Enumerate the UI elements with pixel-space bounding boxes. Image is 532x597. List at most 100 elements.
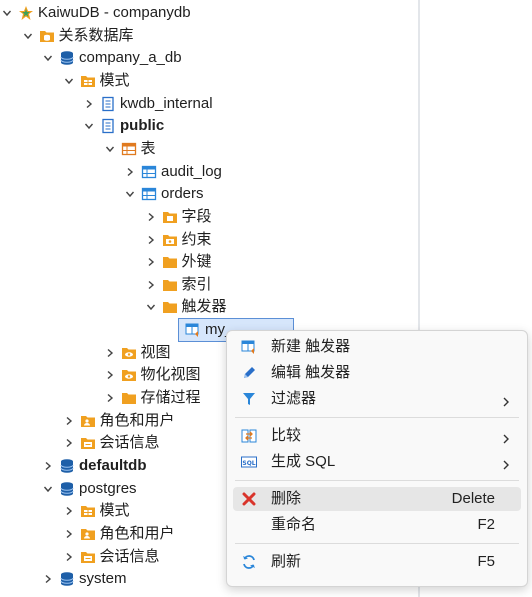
chevron-down-icon[interactable] — [62, 70, 76, 92]
sql-icon: SQL — [241, 454, 257, 470]
menu-item-rename[interactable]: 重命名 F2 — [233, 513, 521, 537]
tree-node-procedures[interactable]: 存储过程 — [103, 387, 201, 409]
tree-node-constraints[interactable]: 约束 — [144, 229, 212, 251]
tree-node-label: 表 — [140, 139, 156, 157]
chevron-right-icon[interactable] — [144, 229, 158, 251]
chevron-down-icon[interactable] — [123, 183, 137, 205]
tree-node-columns[interactable]: 字段 — [144, 206, 212, 228]
chevron-right-icon[interactable] — [144, 251, 158, 273]
columns-folder-icon — [162, 209, 178, 225]
database-icon — [59, 571, 75, 587]
chevron-right-icon[interactable] — [103, 342, 117, 364]
tree-node-audit-log[interactable]: audit_log — [123, 161, 222, 183]
menu-separator — [235, 480, 519, 481]
tree-node-label: 字段 — [181, 207, 212, 225]
menu-compare-label: 比较 — [271, 427, 302, 444]
chevron-down-icon[interactable] — [21, 25, 35, 47]
tree-node-label: system — [79, 570, 127, 588]
table-folder-icon — [121, 141, 137, 157]
tree-node-postgres-roles[interactable]: 角色和用户 — [62, 523, 175, 545]
chevron-down-icon[interactable] — [0, 2, 14, 24]
tree-node-materialized-views[interactable]: 物化视图 — [103, 364, 201, 386]
folder-icon — [121, 390, 137, 406]
tree-node-postgres-sessions[interactable]: 会话信息 — [62, 546, 160, 568]
table-icon — [141, 186, 157, 202]
tree-node-triggers[interactable]: 触发器 — [144, 296, 227, 318]
tree-node-postgres-schema[interactable]: 模式 — [62, 500, 130, 522]
chevron-down-icon[interactable] — [41, 47, 55, 69]
chevron-right-icon[interactable] — [62, 546, 76, 568]
menu-item-delete[interactable]: 删除 Delete — [233, 487, 521, 511]
chevron-right-icon[interactable] — [62, 523, 76, 545]
tree-node-sessions[interactable]: 会话信息 — [62, 432, 160, 454]
view-folder-icon — [121, 367, 137, 383]
tree-node-schema[interactable]: 模式 — [62, 70, 130, 92]
tree-node-label: postgres — [79, 479, 137, 497]
tree-node-foreign-keys[interactable]: 外键 — [144, 251, 212, 273]
tree-node-defaultdb[interactable]: defaultdb — [41, 455, 147, 477]
chevron-right-icon[interactable] — [41, 568, 55, 590]
chevron-right-icon[interactable] — [144, 206, 158, 228]
chevron-down-icon[interactable] — [144, 296, 158, 318]
menu-edit-trigger-label: 编辑 触发器 — [271, 364, 351, 381]
chevron-right-icon[interactable] — [103, 387, 117, 409]
tree-node-label: 约束 — [181, 230, 212, 248]
constraints-folder-icon — [162, 232, 178, 248]
schema-icon — [100, 96, 116, 112]
chevron-down-icon[interactable] — [103, 138, 117, 160]
session-folder-icon — [80, 435, 96, 451]
chevron-right-icon[interactable] — [41, 455, 55, 477]
chevron-right-icon[interactable] — [62, 410, 76, 432]
tree-node-label: audit_log — [161, 162, 222, 180]
tree-node-connection[interactable]: KaiwuDB - companydb — [0, 2, 191, 24]
context-menu: 新建 触发器 编辑 触发器 过滤器 比较 SQL 生成 SQL 删除 Delet… — [226, 330, 528, 587]
tree-node-roles[interactable]: 角色和用户 — [62, 410, 175, 432]
tree-node-label: 存储过程 — [140, 389, 201, 406]
tree-node-company-a-db[interactable]: company_a_db — [41, 47, 182, 69]
chevron-right-icon — [501, 431, 511, 444]
tree-node-label: defaultdb — [79, 457, 147, 474]
tree-node-views[interactable]: 视图 — [103, 342, 171, 364]
tree-node-label: 角色和用户 — [99, 524, 175, 542]
chevron-right-icon[interactable] — [103, 364, 117, 386]
schema-icon — [100, 118, 116, 134]
tree-node-tables[interactable]: 表 — [103, 138, 156, 160]
tree-node-orders[interactable]: orders — [123, 183, 204, 205]
tree-node-label: KaiwuDB - companydb — [38, 4, 191, 21]
menu-new-trigger-label: 新建 触发器 — [271, 338, 351, 355]
menu-item-generate-sql[interactable]: SQL 生成 SQL — [233, 450, 521, 474]
tree-node-postgres[interactable]: postgres — [41, 478, 137, 500]
menu-generate-sql-label: 生成 SQL — [271, 453, 336, 470]
tree-node-relational-db[interactable]: 关系数据库 — [21, 25, 134, 47]
database-icon — [59, 481, 75, 497]
menu-separator — [235, 543, 519, 544]
tree-node-indexes[interactable]: 索引 — [144, 274, 212, 296]
table-icon — [141, 164, 157, 180]
tree-node-kwdb-internal[interactable]: kwdb_internal — [82, 93, 213, 115]
chevron-right-icon[interactable] — [62, 432, 76, 454]
menu-item-refresh[interactable]: 刷新 F5 — [233, 550, 521, 574]
panel-divider — [418, 0, 420, 597]
menu-item-new-trigger[interactable]: 新建 触发器 — [233, 335, 521, 359]
menu-item-edit-trigger[interactable]: 编辑 触发器 — [233, 361, 521, 385]
menu-item-filter[interactable]: 过滤器 — [233, 387, 521, 411]
menu-rename-shortcut: F2 — [477, 516, 495, 533]
folder-database-icon — [39, 28, 55, 44]
menu-separator — [235, 417, 519, 418]
menu-item-compare[interactable]: 比较 — [233, 424, 521, 448]
chevron-right-icon[interactable] — [144, 274, 158, 296]
new-trigger-icon — [241, 339, 257, 355]
tree-node-system[interactable]: system — [41, 568, 127, 590]
chevron-right-icon[interactable] — [82, 93, 96, 115]
trigger-icon — [185, 322, 201, 338]
chevron-right-icon[interactable] — [62, 500, 76, 522]
chevron-spacer — [164, 319, 178, 341]
chevron-right-icon — [501, 394, 511, 407]
kaiwudb-connection-icon — [18, 5, 34, 21]
chevron-right-icon — [501, 457, 511, 470]
chevron-down-icon[interactable] — [82, 115, 96, 137]
chevron-right-icon[interactable] — [123, 161, 137, 183]
tree-node-public[interactable]: public — [82, 115, 164, 137]
chevron-down-icon[interactable] — [41, 478, 55, 500]
schema-folder-icon — [80, 73, 96, 89]
